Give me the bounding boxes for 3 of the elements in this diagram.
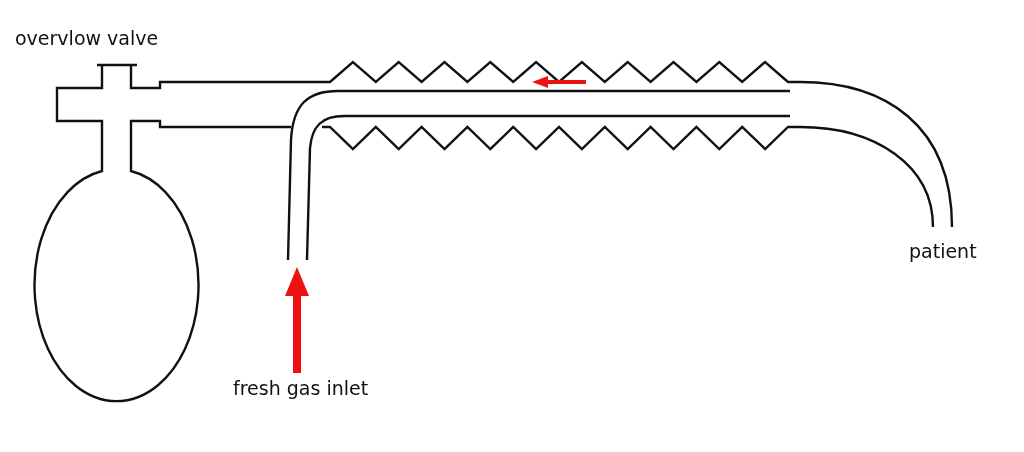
part-label: patient <box>909 241 977 263</box>
part-label: overvlow valve <box>15 28 159 50</box>
part-label: fresh gas inlet <box>233 378 369 400</box>
